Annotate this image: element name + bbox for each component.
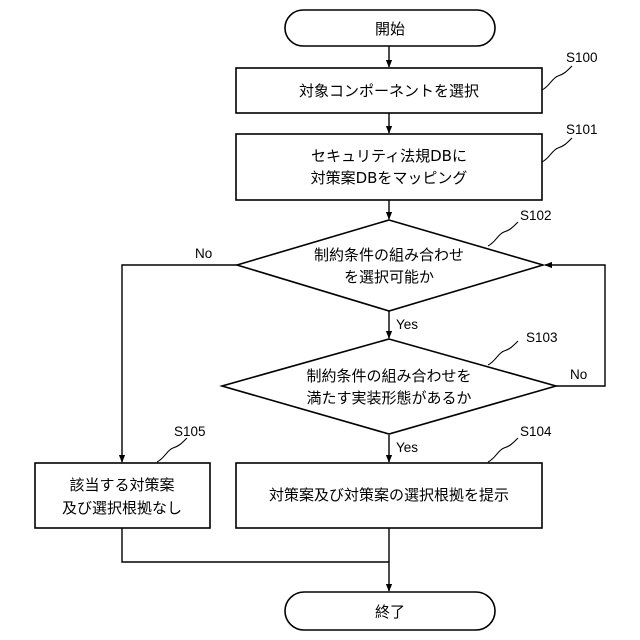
s102-line1: 制約条件の組み合わせ (314, 246, 464, 264)
s103-no-label: No (570, 367, 587, 382)
s102-leader (488, 222, 518, 246)
s105-line1: 該当する対策案 (69, 476, 174, 494)
s102-no-label: No (195, 246, 212, 261)
s101-step-label: S101 (566, 122, 598, 137)
s105-step-label: S105 (174, 424, 206, 439)
s103-line1: 制約条件の組み合わせを (306, 367, 471, 385)
process-s101 (236, 134, 542, 200)
s102-step-label: S102 (520, 208, 552, 223)
start-label: 開始 (375, 20, 405, 38)
s101-leader (542, 138, 572, 162)
s102-line2: を選択可能か (344, 268, 434, 286)
s105-line2: 及び選択根拠なし (62, 499, 182, 517)
s103-line2: 満たす実装形態があるか (306, 389, 471, 407)
s101-line2: 対策案DBをマッピング (311, 169, 468, 187)
s101-line1: セキュリティ法規DBに (311, 147, 467, 165)
s105-leader (157, 438, 187, 462)
process-s105 (35, 463, 210, 528)
s103-step-label: S103 (526, 330, 558, 345)
line-s105-merge (122, 528, 389, 562)
decision-s102 (237, 220, 543, 311)
s100-text: 対象コンポーネントを選択 (299, 82, 479, 100)
end-label: 終了 (375, 603, 405, 621)
s102-yes-label: Yes (396, 317, 418, 332)
s100-leader (542, 66, 572, 90)
s103-leader (488, 341, 518, 365)
s103-yes-label: Yes (396, 440, 418, 455)
s104-step-label: S104 (520, 424, 552, 439)
s104-leader (488, 438, 518, 462)
s104-text: 対策案及び対策案の選択根拠を提示 (269, 486, 509, 504)
decision-s103 (222, 339, 556, 434)
s100-step-label: S100 (566, 50, 598, 65)
